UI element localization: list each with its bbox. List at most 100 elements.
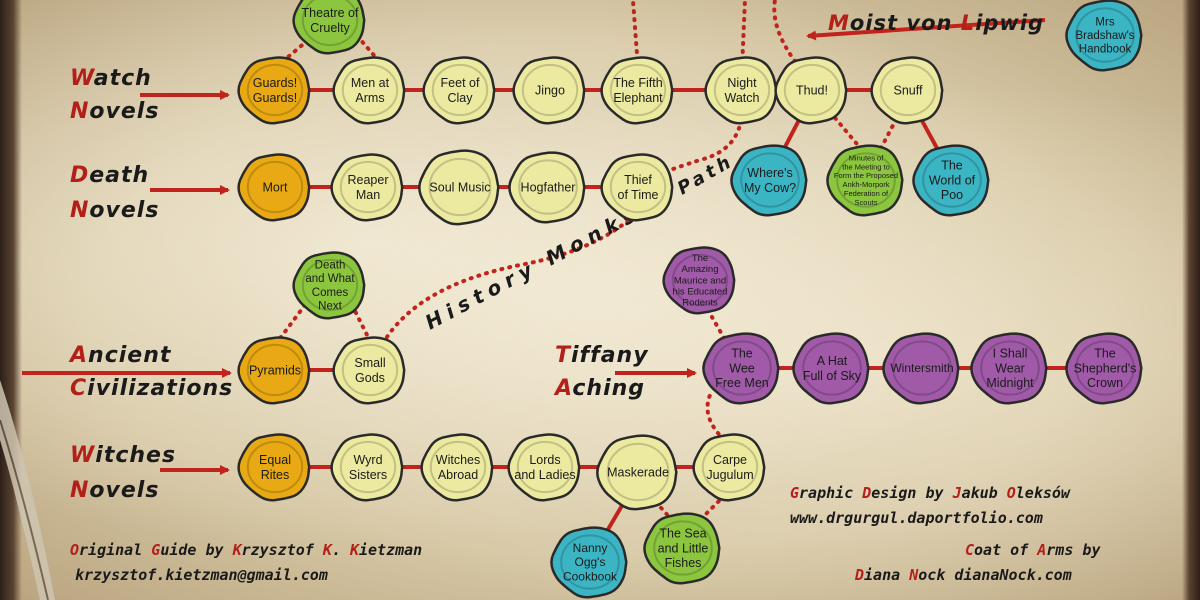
- wax-seal-inner-ring: [701, 440, 759, 494]
- book-node-thud[interactable]: Thud!: [774, 56, 848, 125]
- book-title: Pyramids: [249, 363, 301, 377]
- thud-moist-dotted: [772, 0, 802, 70]
- heading-death-line2: Novels: [70, 198, 159, 223]
- heading-moist: Moist von Lipwig: [828, 11, 1044, 35]
- wax-seal-shape: [704, 56, 778, 125]
- heading-death-line1: Death: [70, 163, 149, 188]
- wax-seal-shape: [643, 512, 721, 585]
- book-node-hogfather[interactable]: Hogfather: [508, 151, 586, 224]
- book-node-guards[interactable]: Guards!Guards!: [237, 56, 311, 125]
- book-title: Guards!Guards!: [253, 76, 297, 105]
- wax-seal-shape: [237, 153, 311, 222]
- credit-coat-name: Diana Nock dianaNock.com: [854, 566, 1072, 584]
- credit-guide-email[interactable]: krzysztof.kietzman@gmail.com: [75, 566, 328, 584]
- credit-coat: Coat of Arms by: [965, 541, 1101, 559]
- wax-seal-shape: [292, 251, 366, 320]
- book-title: Jingo: [535, 83, 565, 97]
- wax-seal-inner-ring: [246, 63, 304, 117]
- wax-seal-shape: [600, 56, 674, 125]
- wax-seal-inner-ring: [740, 152, 800, 208]
- credit-guide: Original Guide by Krzysztof K. Kietzman: [70, 541, 422, 559]
- moist-arrow: [806, 18, 1046, 41]
- wax-seal-inner-ring: [712, 340, 772, 396]
- wax-seal-shape: [237, 336, 311, 405]
- wax-seal-shape: [512, 56, 586, 125]
- wax-seal-inner-ring: [341, 343, 399, 397]
- wax-seal-inner-ring: [609, 160, 667, 214]
- wax-seal-shape: [662, 246, 736, 315]
- book-node-jingo[interactable]: Jingo: [512, 56, 586, 125]
- burnt-edge-right: [1182, 0, 1200, 600]
- wax-seal-shape: [702, 332, 780, 405]
- book-node-soul-music[interactable]: Soul Music: [418, 149, 500, 226]
- night-watch-up-dotted: [740, 0, 747, 70]
- wax-seal-inner-ring: [892, 340, 952, 396]
- book-node-snuff[interactable]: Snuff: [870, 56, 944, 125]
- wax-seal-shape: [332, 336, 406, 405]
- wax-seal-inner-ring: [783, 63, 841, 117]
- wax-seal-inner-ring: [560, 534, 620, 590]
- wax-seal-shape: [237, 433, 311, 502]
- wax-seal-inner-ring: [606, 442, 670, 502]
- wax-seal-shape: [730, 144, 808, 217]
- book-node-maskerade[interactable]: Maskerade: [596, 434, 678, 511]
- fifth-elephant-up-dotted: [631, 0, 640, 70]
- heading-tiffany-line2: Aching: [553, 376, 645, 401]
- wax-seal-inner-ring: [1075, 340, 1135, 396]
- book-node-mort[interactable]: Mort: [237, 153, 311, 222]
- book-title: Thud!: [796, 83, 828, 97]
- wax-seal-inner-ring: [301, 0, 359, 47]
- book-node-pyramids[interactable]: Pyramids: [237, 336, 311, 405]
- wax-seal-shape: [330, 433, 404, 502]
- credit-design-url[interactable]: www.drgurgul.daportfolio.com: [790, 509, 1043, 527]
- book-node-wintersmith[interactable]: Wintersmith: [882, 332, 960, 405]
- wax-seal-shape: [330, 153, 404, 222]
- wax-seal-shape: [774, 56, 848, 125]
- book-title: Wintersmith: [890, 361, 953, 375]
- wax-seal-inner-ring: [518, 159, 578, 215]
- wax-seal-inner-ring: [1075, 7, 1135, 63]
- wax-seal-inner-ring: [428, 157, 492, 217]
